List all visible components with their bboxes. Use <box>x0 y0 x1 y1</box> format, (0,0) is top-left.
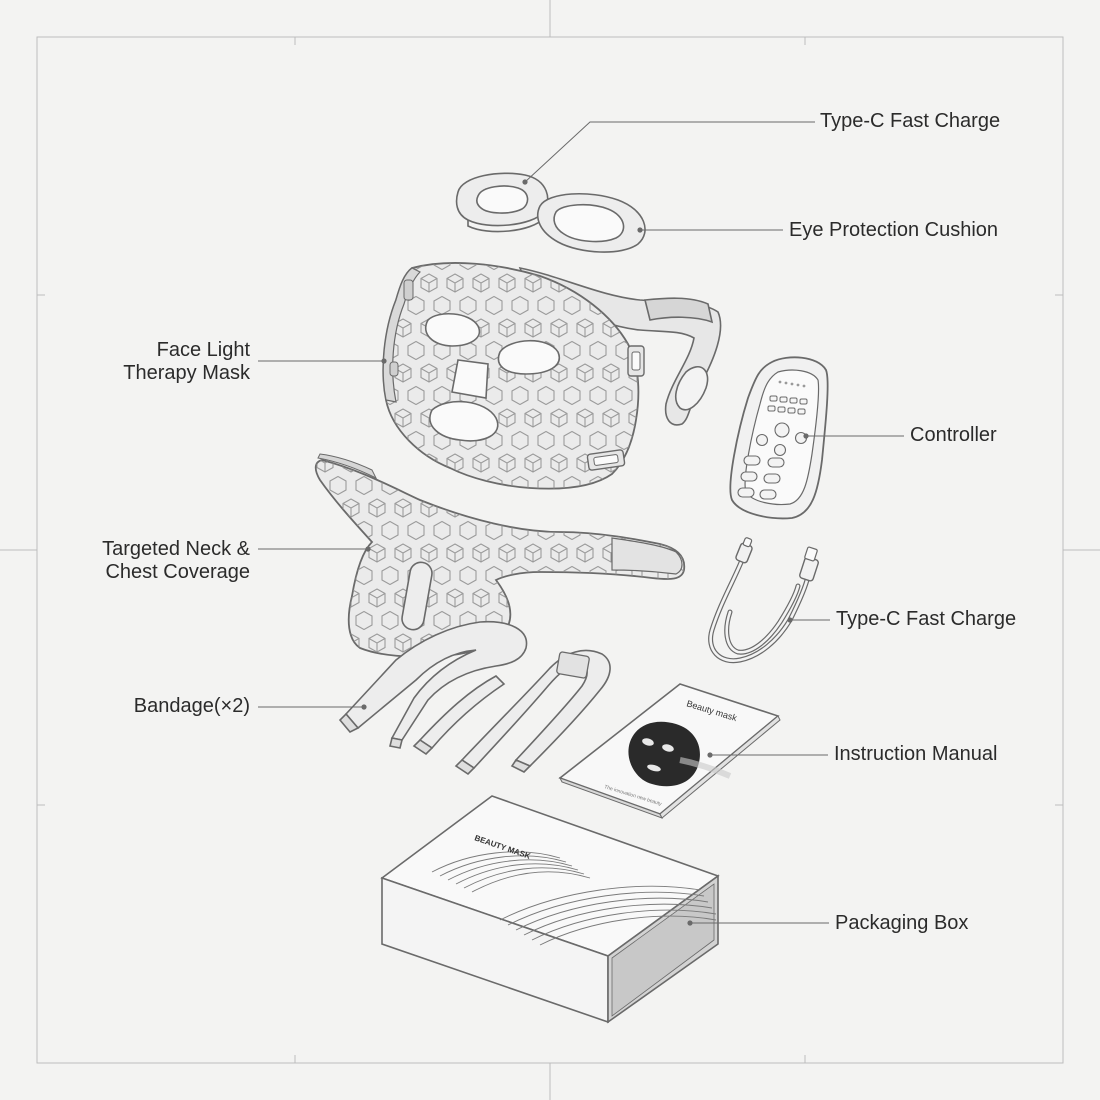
label-neck-chest-line2: Chest Coverage <box>105 561 250 583</box>
label-face-light-therapy-mask: Face Light Therapy Mask <box>123 339 250 385</box>
controller <box>729 356 829 520</box>
label-type-c-fast-charge-cable: Type-C Fast Charge <box>836 608 1017 630</box>
label-controller: Controller <box>910 424 997 446</box>
label-neck-chest-line1: Targeted Neck & <box>102 538 250 560</box>
label-neck-chest-coverage: Targeted Neck & Chest Coverage <box>102 538 250 584</box>
bandage-2 <box>454 649 611 776</box>
label-packaging-box: Packaging Box <box>835 912 969 934</box>
manual-mask-image <box>628 721 732 787</box>
type-c-cable <box>708 537 819 664</box>
instruction-manual: Beauty mask The innovation new beauty <box>558 683 781 819</box>
label-type-c-fast-charge-top: Type-C Fast Charge <box>820 110 1001 132</box>
bandage-1 <box>338 620 528 756</box>
eye-cushion-left <box>455 172 549 233</box>
label-instruction-manual: Instruction Manual <box>834 743 998 765</box>
label-eye-protection-cushion: Eye Protection Cushion <box>789 219 999 241</box>
label-bandage: Bandage(×2) <box>133 695 250 717</box>
packaging-box: BEAUTY MASK <box>380 795 720 1024</box>
leader-dots <box>361 179 809 926</box>
face-light-mask <box>382 262 645 490</box>
label-face-mask-line1: Face Light <box>156 339 250 361</box>
neck-chest-piece <box>314 453 686 658</box>
label-face-mask-line2: Therapy Mask <box>123 362 250 384</box>
box-decor-lines <box>431 851 717 946</box>
leader-lines <box>258 121 904 924</box>
eye-cushion-right <box>536 192 646 253</box>
